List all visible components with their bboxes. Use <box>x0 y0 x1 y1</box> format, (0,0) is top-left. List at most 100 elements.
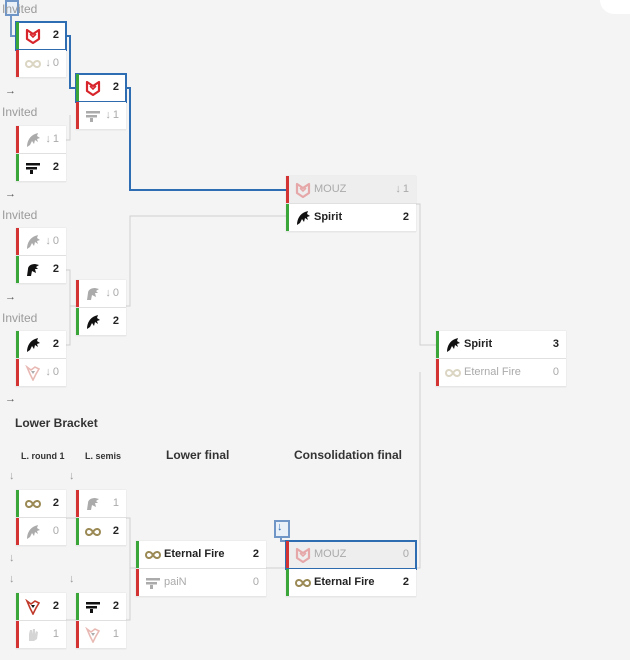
dropped-down-icon: ↓ <box>105 109 111 121</box>
team-score: ↓1 <box>395 183 409 195</box>
team-name: Spirit <box>314 211 343 223</box>
dropped-down-icon: ↓ <box>45 366 51 378</box>
team-slot-top[interactable]: ↓0 <box>76 280 126 308</box>
match-upper-sf-1[interactable]: 2 ↓1 <box>75 73 127 130</box>
dropped-down-icon: ↓ <box>45 235 51 247</box>
team-slot-top[interactable]: 2 <box>16 331 66 359</box>
arrow-right-icon: → <box>5 188 16 200</box>
team-score: 0 <box>553 366 559 378</box>
team-slot-top[interactable]: 2 <box>15 21 67 51</box>
down-arrow-icon: ↓ <box>9 552 15 564</box>
team-score: ↓0 <box>45 235 59 247</box>
furia-logo-icon <box>25 262 41 278</box>
team-slot-top[interactable]: ↓0 <box>16 228 66 256</box>
team-slot-bottom[interactable]: 1 <box>16 621 66 649</box>
team-name: Eternal Fire <box>314 576 375 588</box>
consolidation-final-header: Consolidation final <box>294 448 402 462</box>
team-score: 2 <box>113 81 119 93</box>
match-upper-qf-3[interactable]: ↓0 2 <box>16 228 66 284</box>
loser-indicator <box>436 359 439 386</box>
spirit-logo-icon <box>25 132 41 148</box>
invited-label: Invited <box>2 2 38 16</box>
team-slot-top[interactable]: 2 <box>76 593 126 621</box>
eternal-logo-icon <box>24 496 42 512</box>
team-slot-top[interactable]: 2 <box>16 593 66 621</box>
score-value: 2 <box>112 81 119 93</box>
team-score: 2 <box>113 600 119 612</box>
lower-bracket-title: Lower Bracket <box>15 416 98 430</box>
team-slot-bottom[interactable]: 1 <box>76 621 126 649</box>
score-value: 1 <box>402 183 409 195</box>
score-value: 0 <box>52 366 59 378</box>
loser-indicator <box>76 621 79 648</box>
team-slot-bottom[interactable]: 2 <box>16 154 66 182</box>
team-slot-bottom[interactable]: ↓0 <box>16 359 66 387</box>
team-slot-top[interactable]: 2 <box>16 490 66 518</box>
score-value: 2 <box>402 211 409 223</box>
winner-indicator <box>16 22 19 49</box>
team-name: Eternal Fire <box>164 548 225 560</box>
score-value: 2 <box>112 525 119 537</box>
match-upper-qf-2[interactable]: ↓1 2 <box>16 126 66 182</box>
team-slot-bottom[interactable]: 2 <box>76 518 126 546</box>
team-name: Spirit <box>464 338 493 350</box>
team-slot-top[interactable]: MOUZ ↓1 <box>286 176 416 204</box>
spirit-logo-icon <box>25 337 41 353</box>
winner-indicator <box>136 541 139 568</box>
team-slot-bottom[interactable]: Spirit 2 <box>286 204 416 232</box>
score-value: 1 <box>112 109 119 121</box>
loser-indicator <box>16 50 19 77</box>
match-upper-qf-4[interactable]: 2↓0 <box>16 331 66 387</box>
team-slot-top[interactable]: 1 <box>76 490 126 518</box>
flame-logo-icon <box>25 598 41 616</box>
team-name: MOUZ <box>314 183 347 195</box>
score-value: 2 <box>52 29 59 41</box>
score-value: 2 <box>52 600 59 612</box>
score-value: 0 <box>52 525 59 537</box>
winner-indicator <box>16 490 19 517</box>
team-slot-bottom[interactable]: 2 <box>16 256 66 284</box>
team-slot-bottom[interactable]: 0 <box>16 518 66 546</box>
team-score: 1 <box>113 628 119 640</box>
team-slot-top[interactable]: ↓1 <box>16 126 66 154</box>
score-value: 0 <box>112 287 119 299</box>
score-value: 0 <box>552 366 559 378</box>
team-slot-bottom[interactable]: ↓1 <box>76 102 126 130</box>
team-score: ↓1 <box>45 133 59 145</box>
eternal-logo-icon <box>84 524 102 540</box>
eternal-logo-icon <box>444 365 462 381</box>
loser-indicator <box>76 102 79 129</box>
score-value: 0 <box>252 576 259 588</box>
winner-indicator <box>286 204 289 231</box>
loser-indicator <box>16 518 19 545</box>
loser-indicator <box>16 621 19 648</box>
team-slot-bottom[interactable]: ↓0 <box>16 50 66 78</box>
dropped-down-icon: ↓ <box>45 133 51 145</box>
team-slot-top[interactable]: 2 <box>75 73 127 103</box>
winner-indicator <box>76 518 79 545</box>
consolidation-marker <box>274 520 290 538</box>
match-upper-qf-1[interactable]: 2 ↓0 <box>15 21 67 78</box>
winner-indicator <box>16 154 19 181</box>
mouz-logo-icon <box>25 28 41 45</box>
team-score: ↓0 <box>45 57 59 69</box>
team-slot-bottom[interactable]: 2 <box>76 308 126 336</box>
winner-indicator <box>286 569 289 596</box>
loser-indicator <box>136 569 139 596</box>
winner-indicator <box>16 331 19 358</box>
